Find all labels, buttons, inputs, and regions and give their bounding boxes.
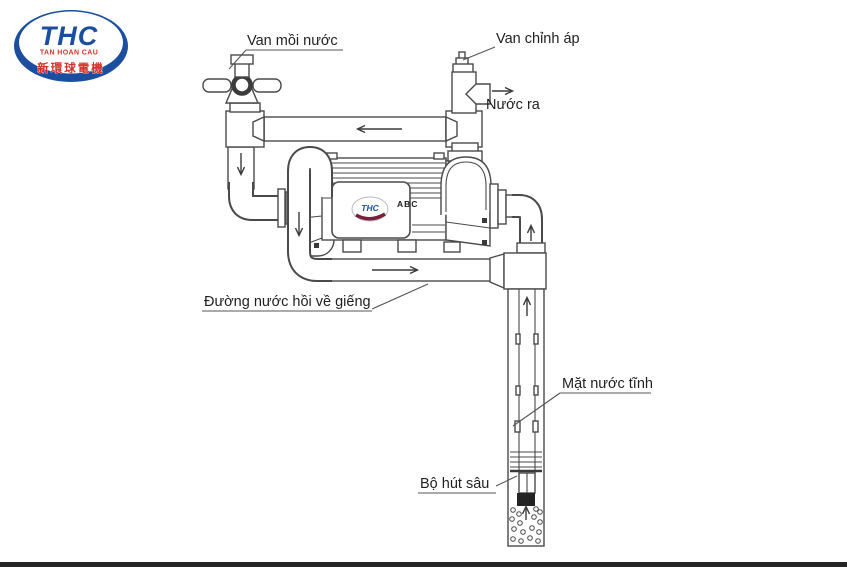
pump: THC ABC <box>293 152 491 257</box>
pump-outlet-flange-a <box>489 183 499 229</box>
pump-foot-left <box>342 239 362 253</box>
pressure-valve <box>451 51 491 114</box>
wellhead-socket <box>489 253 505 290</box>
motor-lug-right <box>433 152 445 160</box>
discharge-elbow-inner <box>445 161 487 212</box>
left-tee <box>225 110 265 148</box>
label-water-out: Nước ra <box>486 97 541 113</box>
annotations: Van mồi nước Van chỉnh áp Nước ra Đường … <box>202 31 653 494</box>
priming-valve-flange <box>229 102 261 113</box>
left-tee-socket <box>252 115 265 143</box>
water-out-text: Nước ra <box>486 97 541 113</box>
gooseneck-return <box>287 145 333 282</box>
suction-flange-a <box>277 188 286 228</box>
priming-valve-handwheel <box>231 74 253 96</box>
strainer-perforations <box>509 506 543 544</box>
pump-foot-right <box>443 241 461 253</box>
nameplate-brand: THC <box>361 203 379 213</box>
logo-brand-text: THC <box>40 21 99 51</box>
priming-valve-body <box>224 88 260 104</box>
discharge-elbow-dome <box>440 156 492 215</box>
discharge-assembly <box>440 142 492 215</box>
label-priming-valve: Van mồi nước <box>228 33 343 70</box>
pump-nameplate: THC <box>331 181 411 239</box>
nameplate-swoosh <box>355 212 386 221</box>
bottom-border <box>0 562 847 567</box>
logo-ring-inner <box>19 11 123 74</box>
priming-valve-handle-left <box>202 78 232 93</box>
motor-model-text: ABC <box>397 199 418 209</box>
static-water-mark <box>514 420 521 433</box>
deep-suction-ejector <box>510 451 542 506</box>
top-pipe <box>263 116 447 142</box>
ejector-body <box>517 493 535 506</box>
flow-arrows <box>241 91 531 520</box>
pump-outlet-flange-b <box>497 189 507 225</box>
label-pressure-valve: Van chỉnh áp <box>462 31 580 61</box>
deep-suction-kit-text: Bộ hút sâu <box>420 476 489 492</box>
priming-valve-text: Van mồi nước <box>247 33 338 49</box>
wellhead-tee <box>503 252 547 290</box>
label-return-line: Đường nước hồi về giếng <box>202 283 429 312</box>
label-deep-suction-kit: Bộ hút sâu <box>418 475 518 494</box>
pressure-valve-outlet-port <box>465 83 491 105</box>
well-coupling <box>516 242 546 254</box>
priming-valve-stem <box>234 62 250 78</box>
logo-company-text: TAN HOAN CAU <box>40 50 98 57</box>
label-static-water-level: Mặt nước tĩnh <box>512 376 653 427</box>
static-water-level-text: Mặt nước tĩnh <box>562 376 653 392</box>
pump-foot-mid <box>397 239 417 253</box>
pipe-coupling-ticks <box>514 333 539 433</box>
return-line-text: Đường nước hồi về giếng <box>204 294 371 310</box>
priming-valve-handle-right <box>252 78 282 93</box>
logo-cn-tagline: 新環球電機 <box>37 61 105 75</box>
right-tee-socket <box>445 115 458 143</box>
thc-logo: THC TAN HOAN CAU 新環球電機 <box>14 10 128 82</box>
pressure-valve-text: Van chỉnh áp <box>496 31 580 47</box>
priming-valve <box>202 54 282 113</box>
well-suction-line <box>489 183 547 290</box>
